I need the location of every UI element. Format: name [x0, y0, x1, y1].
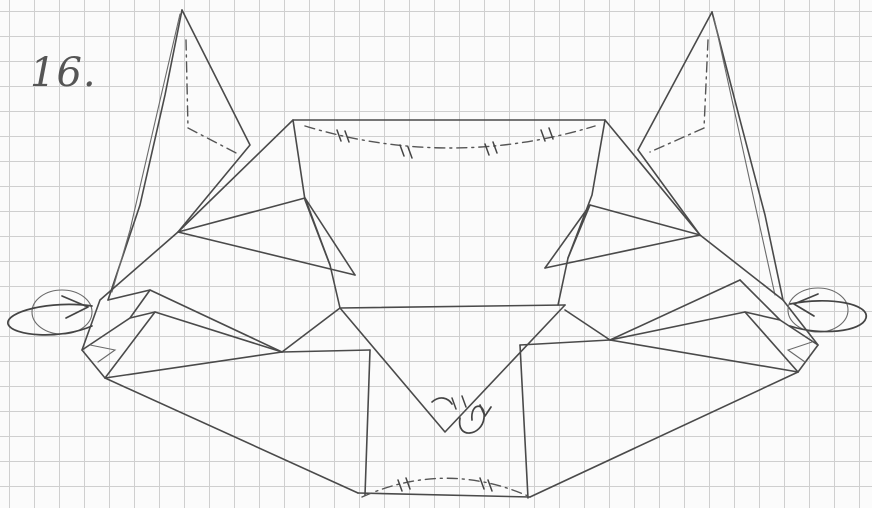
rotate-left-arrow-icon [8, 290, 92, 335]
right-ear [638, 12, 783, 300]
muzzle [105, 305, 798, 498]
forehead-panel [293, 120, 605, 308]
right-cheek [545, 120, 818, 372]
left-ear [108, 10, 250, 300]
rotate-right-arrow-icon [788, 288, 866, 332]
left-cheek [82, 120, 355, 378]
